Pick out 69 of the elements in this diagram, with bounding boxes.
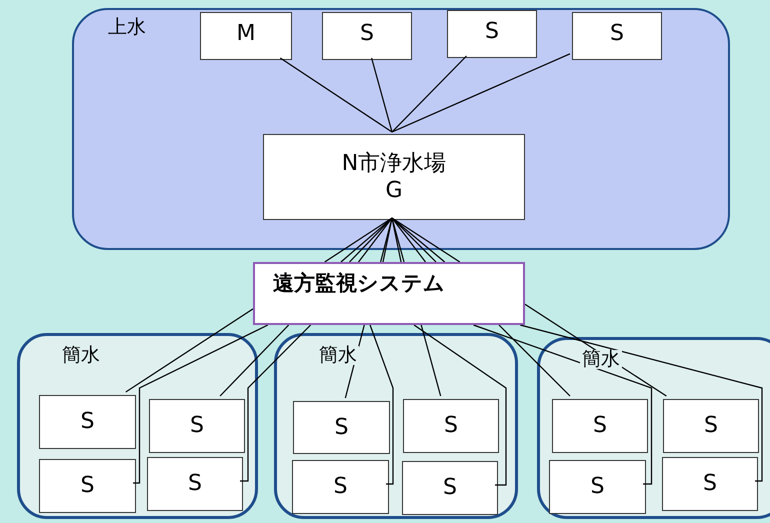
station-box — [200, 12, 292, 60]
box-label: S — [484, 18, 500, 46]
station-box — [39, 459, 136, 513]
station-box — [293, 401, 390, 454]
plant-box — [263, 134, 525, 220]
connector-line — [420, 324, 442, 396]
connector-line — [340, 218, 392, 262]
station-box — [322, 12, 412, 60]
box-label: S — [590, 473, 604, 501]
connector-line — [498, 324, 570, 396]
connector-line — [392, 218, 460, 262]
district-panel — [17, 333, 258, 519]
district-panel — [274, 333, 518, 519]
box-label: S — [80, 408, 94, 436]
box-label: S — [443, 474, 457, 502]
box-label: S — [334, 414, 348, 442]
station-box — [402, 461, 498, 515]
connector-line — [473, 324, 652, 485]
station-box — [662, 457, 758, 511]
connector-line — [414, 324, 507, 486]
station-box — [39, 395, 136, 449]
box-label: S — [334, 473, 348, 501]
box-label: S — [190, 412, 204, 440]
box-label: S — [703, 470, 717, 498]
connector-line — [520, 324, 763, 482]
box-label: S — [609, 20, 625, 48]
connector-line — [344, 324, 365, 398]
box-label: 遠方監視システム — [273, 270, 445, 296]
monitoring-box — [253, 262, 525, 325]
connector-line — [280, 58, 392, 132]
connector-line — [392, 218, 446, 262]
station-box — [292, 460, 389, 514]
panel-title: 簡水 — [580, 350, 622, 369]
district-panel — [537, 337, 770, 519]
box-label: G — [385, 177, 403, 204]
connector-line — [125, 308, 254, 392]
connector-line — [392, 218, 426, 262]
connector-line — [391, 218, 405, 262]
box-label: M — [236, 20, 256, 48]
station-box — [149, 399, 245, 453]
connector-line — [220, 324, 290, 396]
box-label: S — [359, 20, 375, 48]
station-box — [447, 10, 537, 58]
connector-line — [391, 218, 402, 262]
connector-line — [358, 218, 392, 262]
box-label: S — [80, 472, 94, 500]
connector-line — [524, 304, 667, 396]
connector-line — [324, 218, 392, 262]
box-label: S — [444, 412, 458, 440]
box-label: S — [593, 412, 607, 440]
connector-line — [133, 324, 268, 484]
panel-title: 簡水 — [60, 346, 102, 365]
box-label: S — [188, 470, 202, 498]
station-box — [147, 457, 243, 511]
connector-line — [392, 56, 467, 132]
connector-line — [371, 58, 393, 132]
station-box — [403, 399, 499, 453]
panel-title: 上水 — [108, 18, 146, 37]
box-label: N市浄水場 — [342, 150, 446, 177]
connector-line — [392, 53, 570, 133]
connector-line — [370, 324, 394, 485]
station-box — [663, 399, 759, 453]
box-label: S — [704, 412, 718, 440]
station-box — [572, 12, 662, 60]
station-box — [549, 460, 646, 514]
station-box — [552, 399, 648, 453]
connector-line — [240, 324, 312, 482]
waterworks-panel — [72, 8, 730, 250]
panel-title: 簡水 — [317, 346, 359, 365]
